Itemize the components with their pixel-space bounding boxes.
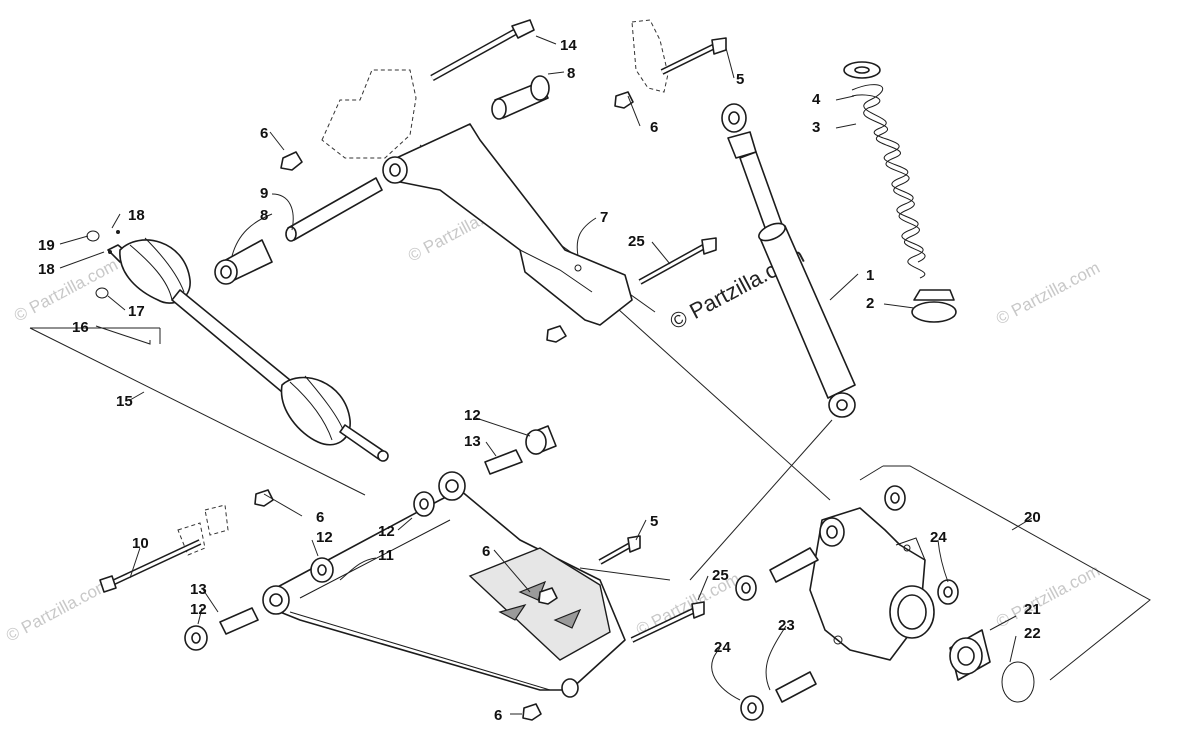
part-24-bushing-top	[884, 485, 906, 511]
callout-12-mid: 12	[378, 523, 395, 540]
callout-25-lower: 25	[712, 567, 729, 584]
callout-10: 10	[132, 535, 149, 552]
lower-frame-brackets	[177, 504, 229, 556]
part-9-sleeve	[285, 177, 383, 242]
part-5-bolt-upper	[660, 37, 727, 75]
callout-11: 11	[378, 547, 394, 564]
part-6-nut-lower-mid	[538, 587, 558, 605]
callout-6-bottom: 6	[494, 707, 502, 724]
callout-19: 19	[38, 237, 55, 254]
watermark-right-upper: © Partzilla.com	[993, 258, 1103, 329]
callout-6-upper-left: 6	[260, 125, 268, 142]
part-24-bushing-left	[735, 575, 757, 601]
part-10-bolt	[99, 539, 202, 593]
callout-12-upper-right: 12	[464, 407, 481, 424]
part-22-circlip	[1001, 661, 1035, 703]
part-8-left-bushing	[214, 239, 273, 285]
callout-18-lower: 18	[38, 261, 55, 278]
part-5-bolt-lower	[598, 535, 641, 565]
part-24-bushing-bottom	[740, 695, 764, 721]
callout-3: 3	[812, 119, 820, 136]
part-2-spring-seat	[911, 289, 957, 323]
watermark-left-lower: © Partzilla.com	[3, 575, 113, 646]
callout-leaders	[59, 35, 1033, 715]
part-4-spring-retainer	[843, 61, 881, 79]
part-6-nut-upper-right	[614, 91, 634, 109]
axle-clips	[86, 230, 120, 299]
callout-2: 2	[866, 295, 874, 312]
part-13-sleeve-left	[219, 607, 259, 635]
callout-13-left: 13	[190, 581, 207, 598]
callout-labels: 14 8 5 6 6 4 3 1 2 9 8 7 25 18 19 18 17 …	[38, 37, 1041, 724]
part-21-bearing	[949, 629, 991, 681]
part-11-lower-a-arm	[262, 471, 626, 698]
callout-25-upper: 25	[628, 233, 645, 250]
callout-15: 15	[116, 393, 133, 410]
callout-21: 21	[1024, 601, 1041, 618]
callout-24-left: 24	[714, 639, 731, 656]
callout-18-upper: 18	[128, 207, 145, 224]
part-12-bushing-left-lower	[184, 625, 208, 651]
part-6-nut-arm-end	[546, 325, 567, 343]
callout-5-upper: 5	[736, 71, 744, 88]
part-13-sleeve-upper-right	[484, 449, 523, 475]
part-8-upper-bushing	[491, 75, 550, 120]
part-23-sleeve-lower	[775, 671, 817, 703]
part-23-sleeve-upper	[769, 547, 819, 583]
callout-9: 9	[260, 185, 268, 202]
part-12-bushing-left-upper	[310, 557, 334, 583]
part-20-knuckle	[809, 507, 935, 661]
part-1-shock-absorber	[721, 103, 856, 418]
part-3-coil-spring	[851, 84, 926, 279]
callout-23: 23	[778, 617, 795, 634]
callout-1: 1	[866, 267, 874, 284]
callout-24-right: 24	[930, 529, 947, 546]
watermark-right-lower: © Partzilla.com	[993, 561, 1103, 632]
part-12-bushing-upper-right	[525, 425, 557, 455]
part-7-upper-a-arm	[382, 123, 633, 326]
callout-17: 17	[128, 303, 145, 320]
part-6-nut-bottom	[522, 703, 542, 721]
callout-8-left: 8	[260, 207, 268, 224]
callout-6-upper-right: 6	[650, 119, 658, 136]
callout-16: 16	[72, 319, 89, 336]
callout-4: 4	[812, 91, 821, 108]
upper-frame-bracket	[321, 19, 669, 159]
part-19-clip	[86, 230, 100, 242]
callout-5-lower: 5	[650, 513, 658, 530]
part-6-nut-upper-left	[280, 151, 303, 171]
callout-14: 14	[560, 37, 577, 54]
part-15-axle	[107, 237, 389, 462]
part-6-nut-lower-left	[254, 489, 274, 507]
part-14-long-bolt	[430, 19, 535, 82]
callout-6-lower-mid: 6	[482, 543, 490, 560]
part-25-bolt-upper	[638, 237, 717, 285]
callout-13-upper-right: 13	[464, 433, 481, 450]
callout-12-left-upper: 12	[316, 529, 333, 546]
part-24-bushing-right	[937, 579, 959, 605]
part-12-bushing-mid	[413, 491, 435, 517]
callout-22: 22	[1024, 625, 1041, 642]
callout-7: 7	[600, 209, 608, 226]
callout-12-left-lower: 12	[190, 601, 207, 618]
callout-8-upper: 8	[567, 65, 575, 82]
callout-6-lower-left: 6	[316, 509, 324, 526]
callout-20: 20	[1024, 509, 1041, 526]
part-25-bolt-lower	[630, 601, 705, 643]
part-17-clip	[95, 287, 109, 299]
